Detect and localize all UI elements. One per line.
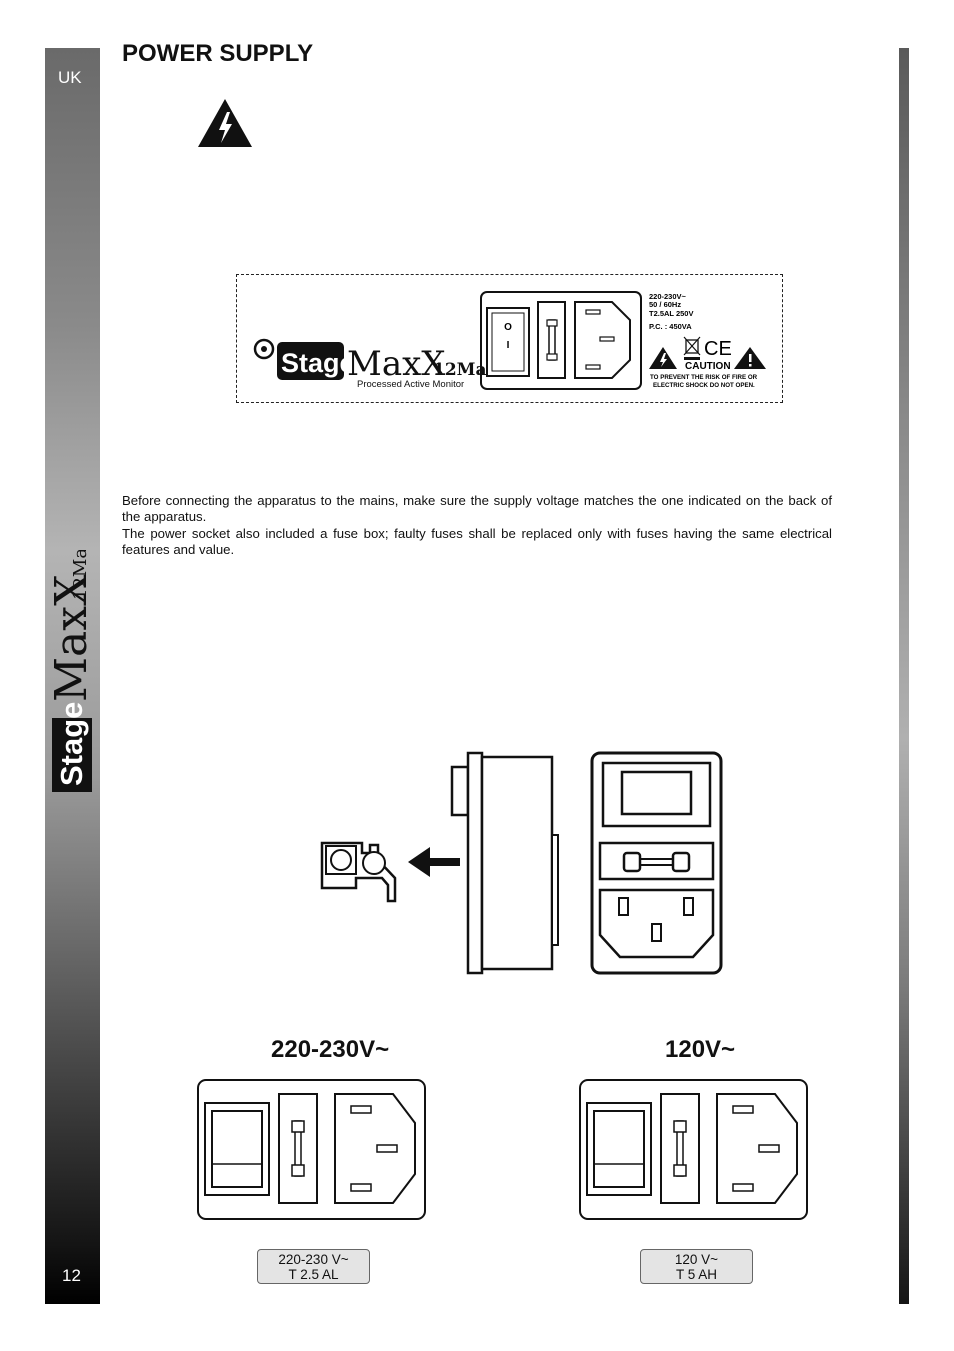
spec-voltage: 220-230V~ [649,292,687,301]
page-number: 12 [62,1266,81,1285]
label-subtitle: Processed Active Monitor [357,379,464,390]
fuse-tag-voltage-230: 220-230 V~ [278,1252,349,1267]
fuse-rating-tag-230: 220-230 V~ T 2.5 AL [257,1249,370,1284]
label-model-suffix: 12Ma [433,360,487,380]
voltage-heading-230: 220-230V~ [271,1036,390,1063]
sidebar-brand-text: Stage [54,702,89,786]
caution-word: CAUTION [685,361,731,372]
spec-frequency: 50 / 60Hz [649,300,681,309]
switch-on-mark: I [507,340,510,351]
connector-panel-230 [197,1079,426,1220]
sidebar-model-text: MaxX [50,574,96,702]
fuse-rating-tag-120: 120 V~ T 5 AH [640,1249,753,1284]
brand-emblem-icon [253,338,275,360]
voltage-heading-120: 120V~ [665,1036,736,1063]
sidebar-brand-logo: Stage MaxX 12Ma [50,550,96,792]
caution-line-1: TO PREVENT THE RISK OF FIRE OR [650,374,758,381]
fuse-tag-rating-120: T 5 AH [675,1267,718,1282]
label-brand-text: Stage [281,348,355,378]
description-paragraph-2: The power socket also included a fuse bo… [122,525,832,557]
language-tag: UK [58,68,82,87]
fuse-holder-diagram [320,751,723,975]
brand-logo-box [277,342,344,380]
spec-fuse: T2.5AL 250V [649,309,693,318]
right-edge-bar [899,48,909,1304]
weee-bin-icon [683,336,701,360]
page-title: POWER SUPPLY [122,40,314,67]
fuse-tag-rating-230: T 2.5 AL [288,1267,339,1282]
rear-panel-label: Stage MaxX 12Ma Processed Active Monitor… [236,274,783,403]
socket-front-view [590,751,723,975]
rear-panel-artwork: Stage MaxX 12Ma Processed Active Monitor… [253,291,766,390]
label-model-text: MaxX [347,344,446,384]
side-bar [45,48,100,1304]
socket-side-view [450,751,559,975]
fuse-tag-voltage-120: 120 V~ [674,1252,719,1267]
ce-mark-icon: CE [704,338,732,360]
electric-shock-warning-icon [198,99,252,147]
spec-power: P.C. : 450VA [649,322,692,331]
caution-line-2: ELECTRIC SHOCK DO NOT OPEN. [653,382,755,389]
description-paragraph-1: Before connecting the apparatus to the m… [122,493,832,525]
connector-panel-120 [579,1079,808,1220]
description-text: Before connecting the apparatus to the m… [122,493,832,558]
fuse-drawer-icon [320,841,397,903]
switch-off-mark: O [504,322,512,333]
arrow-left-icon [408,847,460,877]
sidebar-model-suffix: 12Ma [70,550,91,600]
